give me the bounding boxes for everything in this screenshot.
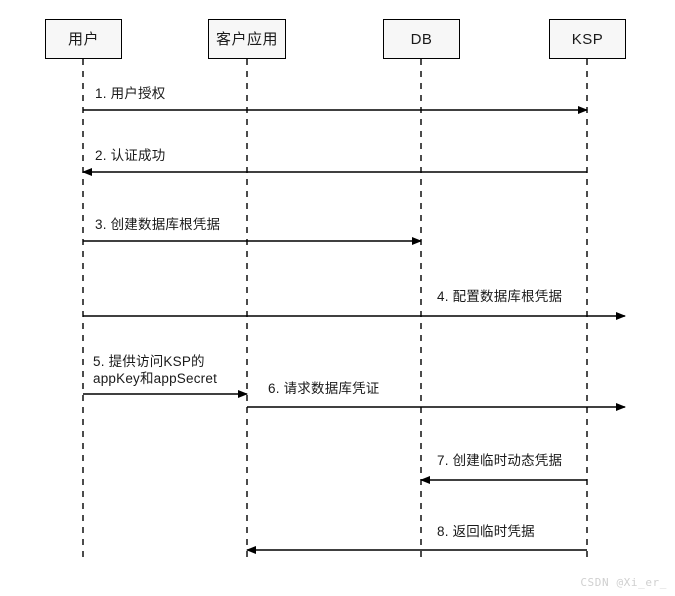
message-label-5: 5. 提供访问KSP的 appKey和appSecret [93, 354, 218, 386]
actor-label-ksp: KSP [571, 30, 604, 48]
actor-box-client[interactable]: 客户应用 [208, 19, 286, 59]
message-label-3: 3. 创建数据库根凭据 [95, 217, 221, 232]
actor-box-user[interactable]: 用户 [45, 19, 122, 59]
actor-label-user: 用户 [67, 30, 99, 48]
message-label-4: 4. 配置数据库根凭据 [437, 289, 563, 304]
actor-box-ksp[interactable]: KSP [549, 19, 626, 59]
message-label-8: 8. 返回临时凭据 [437, 524, 535, 539]
message-label-6: 6. 请求数据库凭证 [268, 381, 380, 396]
message-label-1: 1. 用户授权 [95, 86, 166, 101]
message-label-2: 2. 认证成功 [95, 148, 166, 163]
actor-label-db: DB [410, 30, 433, 48]
message-arrows-group [82, 106, 626, 554]
csdn-watermark: CSDN @Xi_er_ [580, 576, 667, 589]
actor-box-db[interactable]: DB [383, 19, 460, 59]
actor-label-client: 客户应用 [215, 30, 278, 48]
message-label-7: 7. 创建临时动态凭据 [437, 453, 563, 468]
lifelines-group [82, 59, 588, 560]
